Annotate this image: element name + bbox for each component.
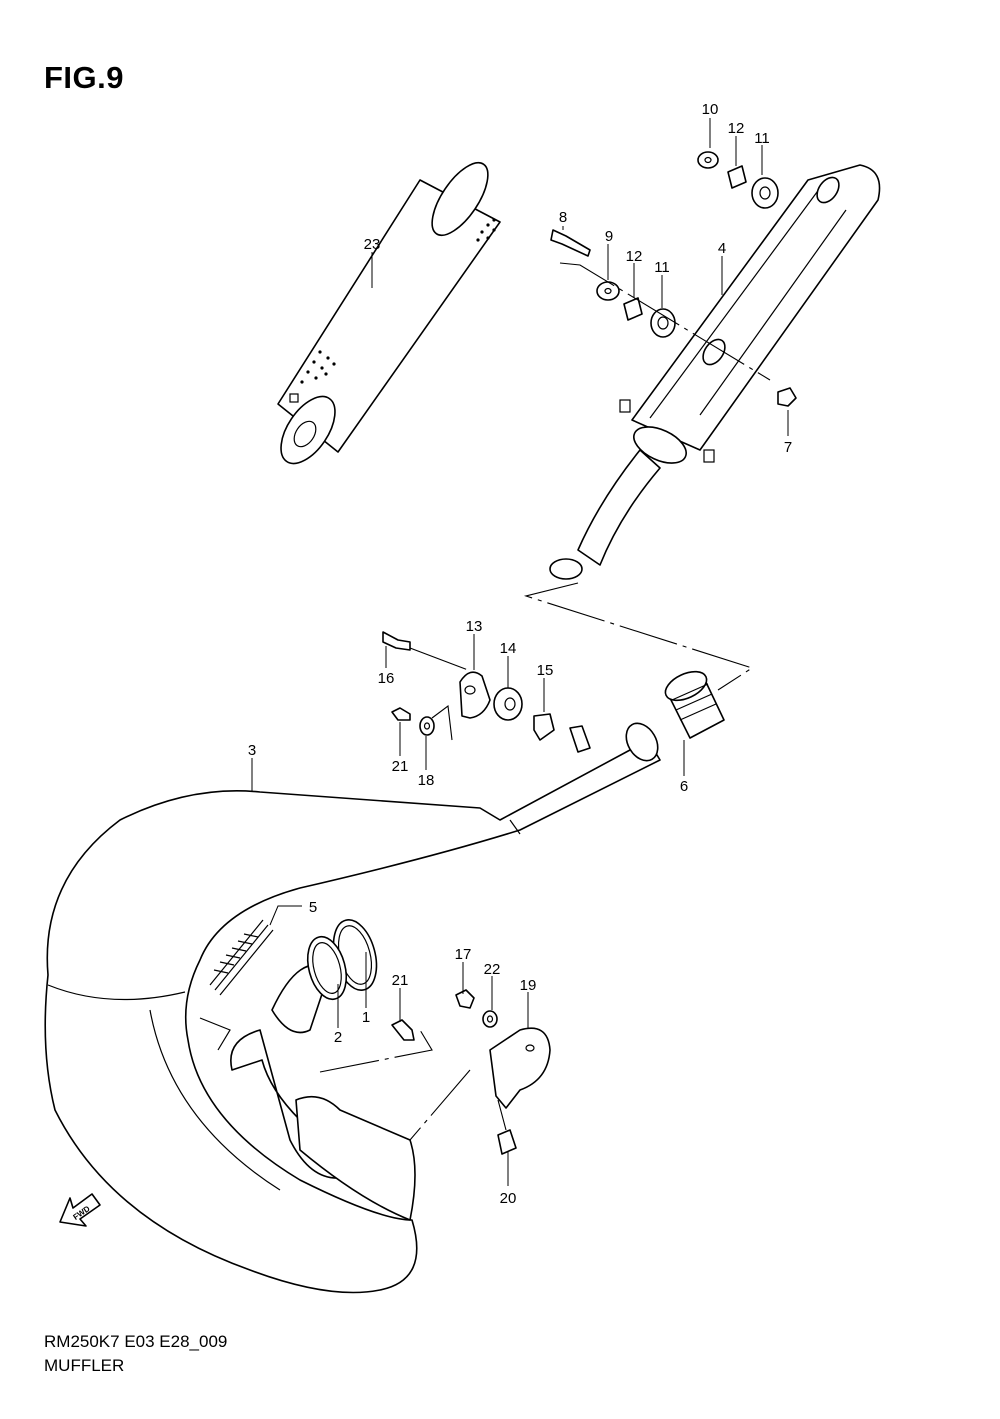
callout-8: 8 bbox=[559, 209, 567, 226]
callout-20: 20 bbox=[500, 1190, 517, 1207]
diagram-footer: RM250K7 E03 E28_009 MUFFLER bbox=[44, 1330, 227, 1378]
callout-21: 21 bbox=[392, 758, 409, 775]
callout-17: 17 bbox=[455, 946, 472, 963]
callout-18: 18 bbox=[418, 772, 435, 789]
bracket-hardware bbox=[382, 631, 555, 741]
upper-mount-hardware bbox=[697, 151, 779, 209]
callout-12b: 12 bbox=[626, 248, 643, 265]
diagram-code: RM250K7 E03 E28_009 bbox=[44, 1332, 228, 1351]
leader-lines bbox=[251, 118, 789, 1186]
callout-3: 3 bbox=[248, 742, 256, 759]
connector-part bbox=[664, 670, 725, 739]
callout-16: 16 bbox=[378, 670, 395, 687]
figure-title: FIG.9 bbox=[44, 60, 125, 95]
callout-4: 4 bbox=[718, 240, 726, 257]
callout-2: 2 bbox=[334, 1029, 342, 1046]
callout-7: 7 bbox=[784, 439, 792, 456]
callout-12: 12 bbox=[728, 120, 745, 137]
forward-arrow-icon: FWD bbox=[59, 1193, 101, 1227]
silencer-guard-part bbox=[277, 161, 501, 465]
callout-10: 10 bbox=[702, 101, 719, 118]
callout-5: 5 bbox=[309, 899, 317, 916]
callout-14: 14 bbox=[500, 640, 517, 657]
callout-11b: 11 bbox=[654, 259, 670, 276]
callout-1: 1 bbox=[362, 1009, 370, 1026]
callout-22: 22 bbox=[484, 961, 501, 978]
callout-11: 11 bbox=[754, 130, 770, 147]
callout-19: 19 bbox=[520, 977, 537, 994]
alignment-lines bbox=[319, 262, 771, 1141]
callout-15: 15 bbox=[537, 662, 554, 679]
expansion-chamber-part bbox=[44, 722, 661, 1294]
muffler-part bbox=[549, 164, 881, 580]
callout-9: 9 bbox=[605, 228, 613, 245]
callout-labels: 10 12 11 8 9 12 11 4 23 7 13 14 15 16 21… bbox=[248, 101, 792, 1207]
diagram-name: MUFFLER bbox=[44, 1356, 125, 1375]
callout-23: 23 bbox=[364, 236, 381, 253]
lower-mount-hardware bbox=[550, 229, 797, 407]
callout-6: 6 bbox=[680, 778, 688, 795]
callout-13: 13 bbox=[466, 618, 483, 635]
callout-21b: 21 bbox=[392, 972, 409, 989]
lower-bracket-hardware bbox=[391, 989, 551, 1155]
